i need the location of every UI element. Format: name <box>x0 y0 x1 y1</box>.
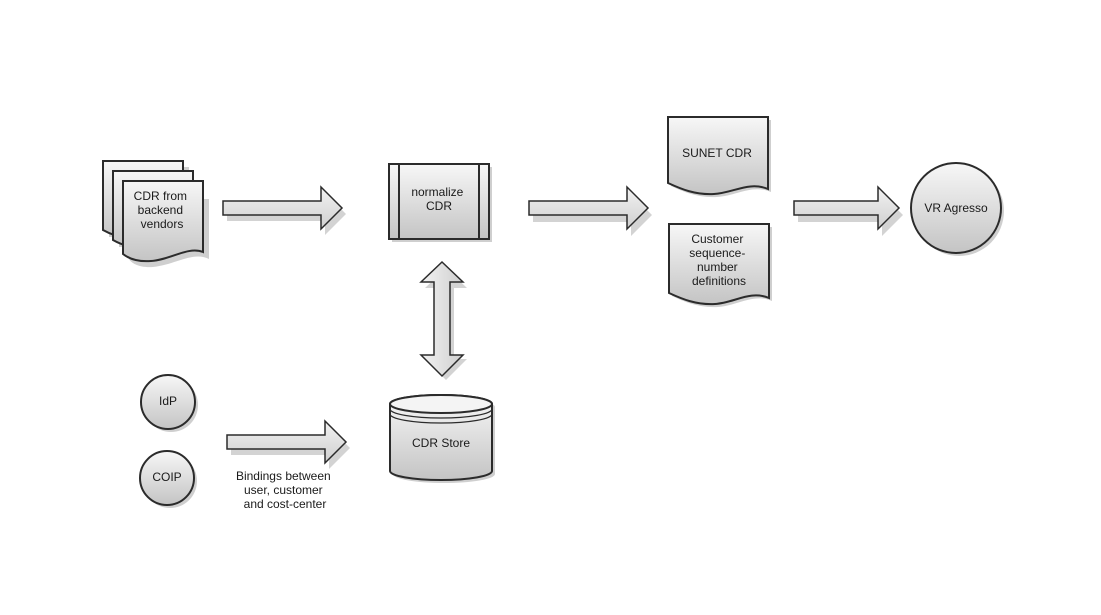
coip-label: COIP <box>152 470 181 484</box>
customer-sequence-node: Customer sequence- number definitions <box>668 223 772 308</box>
sunet-cdr-label: SUNET CDR <box>682 146 752 160</box>
vr-agresso-label: VR Agresso <box>924 201 988 215</box>
arrow-bindings-to-store <box>226 419 350 469</box>
document-icon <box>668 223 770 306</box>
idp-node: IdP <box>140 374 198 432</box>
cdr-store-node: CDR Store <box>389 394 495 483</box>
arrow-outputs-to-agresso <box>793 185 903 236</box>
multi-document-icon <box>102 160 209 268</box>
normalize-cdr-node: normalize CDR <box>388 163 492 242</box>
arrow-normalize-to-outputs <box>528 185 652 236</box>
customer-sequence-label: Customer sequence- number definitions <box>689 232 748 288</box>
vr-agresso-node: VR Agresso <box>910 162 1004 256</box>
normalize-cdr-label: normalize CDR <box>411 185 466 213</box>
process-box-icon <box>388 163 490 240</box>
sunet-cdr-node: SUNET CDR <box>667 116 771 198</box>
coip-node: COIP <box>139 450 197 508</box>
arrow-vendors-to-normalize <box>222 185 346 235</box>
idp-label: IdP <box>159 394 177 408</box>
cdr-vendors-label: CDR from backend vendors <box>134 189 191 231</box>
cdr-vendors-node: CDR from backend vendors <box>102 160 209 268</box>
database-icon <box>389 394 493 481</box>
cdr-store-label: CDR Store <box>412 436 470 450</box>
circle-icon <box>910 162 1002 254</box>
arrow-normalize-store-bidirectional <box>419 260 467 380</box>
bindings-caption: Bindings between user, customer and cost… <box>236 469 334 511</box>
circle-icon <box>139 450 195 506</box>
document-icon <box>667 116 769 196</box>
circle-icon <box>140 374 196 430</box>
